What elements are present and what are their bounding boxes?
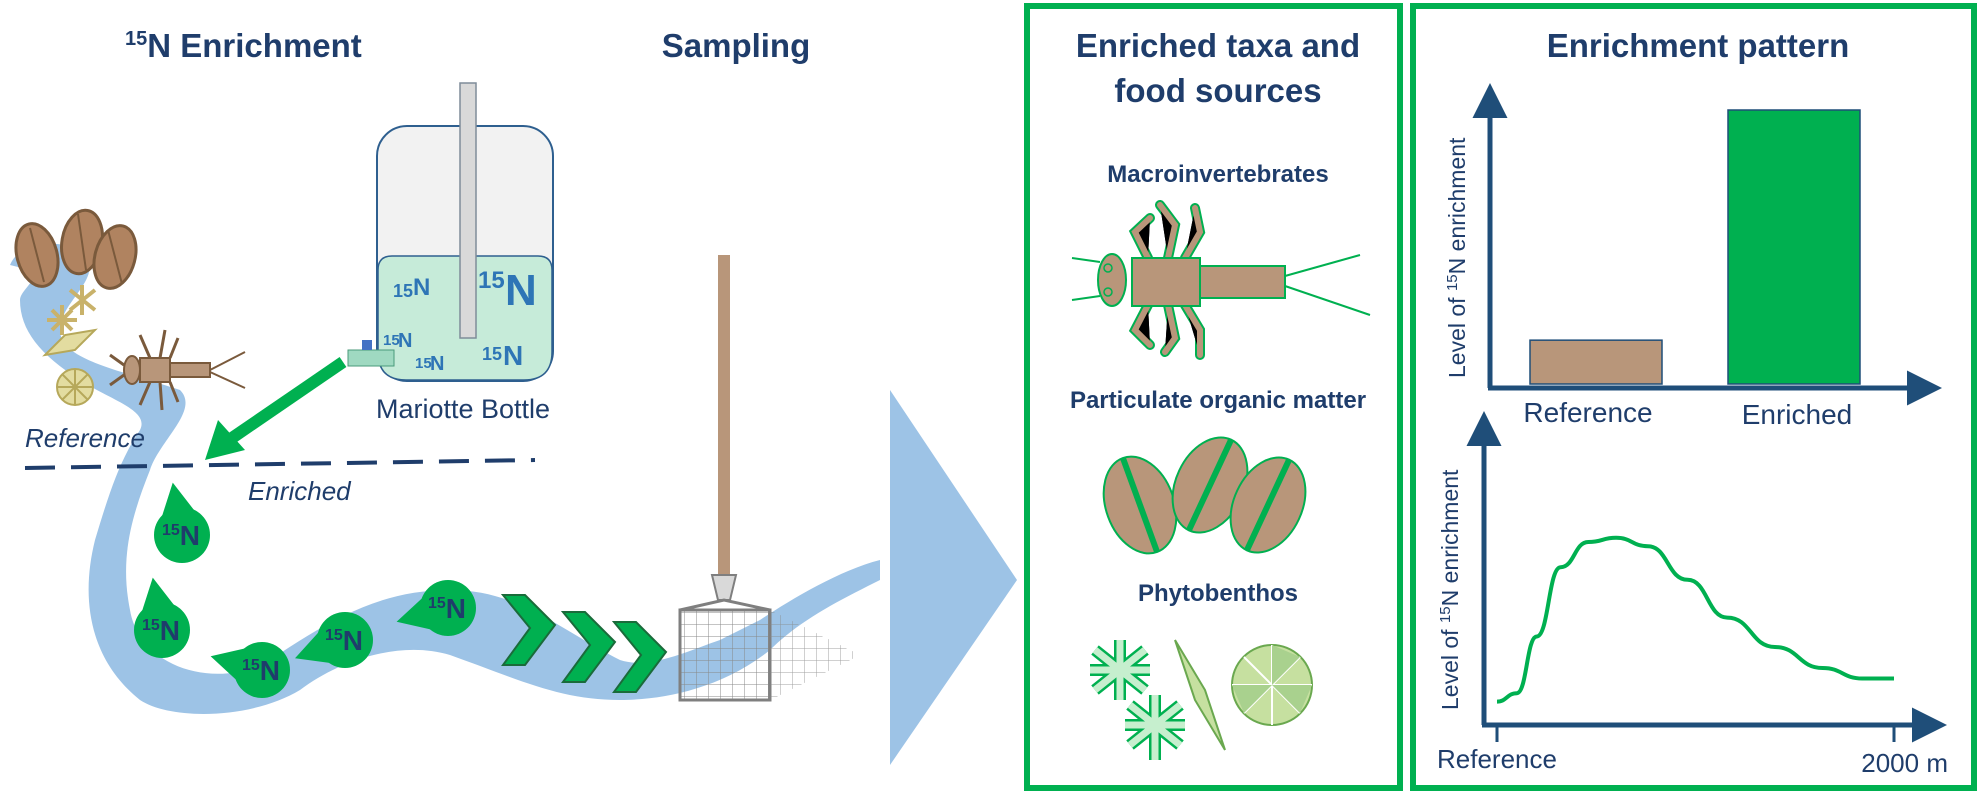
- middle-panel: Enriched taxa and food sources Macroinve…: [1024, 3, 1403, 791]
- middle-title-line2: food sources: [1114, 72, 1321, 109]
- svg-text:15: 15: [383, 332, 400, 349]
- enriched-drop: 15N: [210, 642, 290, 698]
- leaves-reference: [14, 208, 138, 290]
- diatom-reference: [42, 328, 98, 357]
- bar-chart-ylabel: Level of 15N enrichment: [1444, 137, 1470, 378]
- svg-text:N: N: [430, 353, 444, 375]
- bar-category-enriched: Enriched: [1742, 399, 1853, 430]
- sampling-net: [678, 255, 860, 702]
- svg-text:15: 15: [415, 355, 432, 372]
- svg-text:N: N: [503, 340, 523, 371]
- injection-arrow: [205, 357, 347, 460]
- phyto-label: Phytobenthos: [1138, 580, 1298, 607]
- radial-algae-reference: [56, 368, 94, 406]
- bottle-n15-labels: 15 N 15 N 15 N 15 N 15 N: [383, 266, 537, 375]
- enriched-drop: 15N: [396, 580, 476, 636]
- pom-leaves: [1102, 436, 1307, 555]
- svg-text:15: 15: [478, 267, 505, 294]
- enriched-drops: 15N 15N 15N 15N 15N: [134, 482, 476, 698]
- sampling-title: Sampling: [662, 27, 811, 64]
- line-chart: Reference 2000 m Level of 15N enrichment: [1437, 411, 1948, 778]
- phytobenthos-illustration: [1090, 639, 1313, 760]
- bottle-label: Mariotte Bottle: [376, 394, 550, 424]
- svg-text:15N: 15N: [428, 593, 466, 624]
- enriched-drop: 15N: [134, 577, 190, 658]
- pom-label: Particulate organic matter: [1070, 387, 1366, 414]
- svg-text:15N: 15N: [325, 625, 363, 656]
- macroinvertebrate-illustration: [1071, 200, 1371, 360]
- svg-text:15N: 15N: [242, 655, 280, 686]
- algae-reference: [47, 285, 97, 335]
- mariotte-bottle: [347, 82, 554, 382]
- svg-text:N: N: [505, 266, 537, 315]
- insect-reference: [109, 329, 246, 411]
- enriched-drop: 15N: [295, 612, 373, 668]
- bar-enriched: [1727, 109, 1861, 385]
- right-title: Enrichment pattern: [1547, 27, 1850, 64]
- flow-chevrons: [500, 594, 668, 693]
- svg-text:15: 15: [393, 281, 413, 301]
- line-x-start-label: Reference: [1437, 744, 1557, 774]
- svg-text:N: N: [398, 330, 412, 352]
- reference-enriched-divider: [24, 458, 536, 470]
- bar-reference: [1529, 339, 1663, 385]
- enrichment-curve: [1496, 535, 1894, 704]
- right-panel: Enrichment pattern Reference Enriched Le…: [1410, 3, 1977, 791]
- bar-chart: Reference Enriched Level of 15N enrichme…: [1444, 83, 1942, 430]
- line-x-end-label: 2000 m: [1861, 748, 1948, 778]
- svg-text:15N: 15N: [162, 520, 200, 551]
- middle-title-line1: Enriched taxa and: [1076, 27, 1360, 64]
- enrichment-title: 15N Enrichment: [125, 27, 362, 64]
- enriched-label: Enriched: [248, 476, 352, 506]
- enrichment-title-text: N Enrichment: [147, 27, 362, 64]
- svg-text:N: N: [413, 274, 430, 301]
- enrichment-title-sup: 15: [125, 28, 147, 50]
- big-flow-arrow: [890, 390, 1017, 765]
- reference-label: Reference: [25, 423, 145, 453]
- svg-text:15: 15: [482, 344, 502, 364]
- enriched-drop: 15N: [154, 482, 210, 563]
- bar-category-reference: Reference: [1523, 397, 1652, 428]
- svg-text:15N: 15N: [142, 615, 180, 646]
- left-panel: Reference Enriched 15 N 15 N 15 N 15 N 1…: [10, 27, 880, 714]
- line-chart-ylabel: Level of 15N enrichment: [1437, 469, 1463, 710]
- macro-label: Macroinvertebrates: [1107, 161, 1328, 188]
